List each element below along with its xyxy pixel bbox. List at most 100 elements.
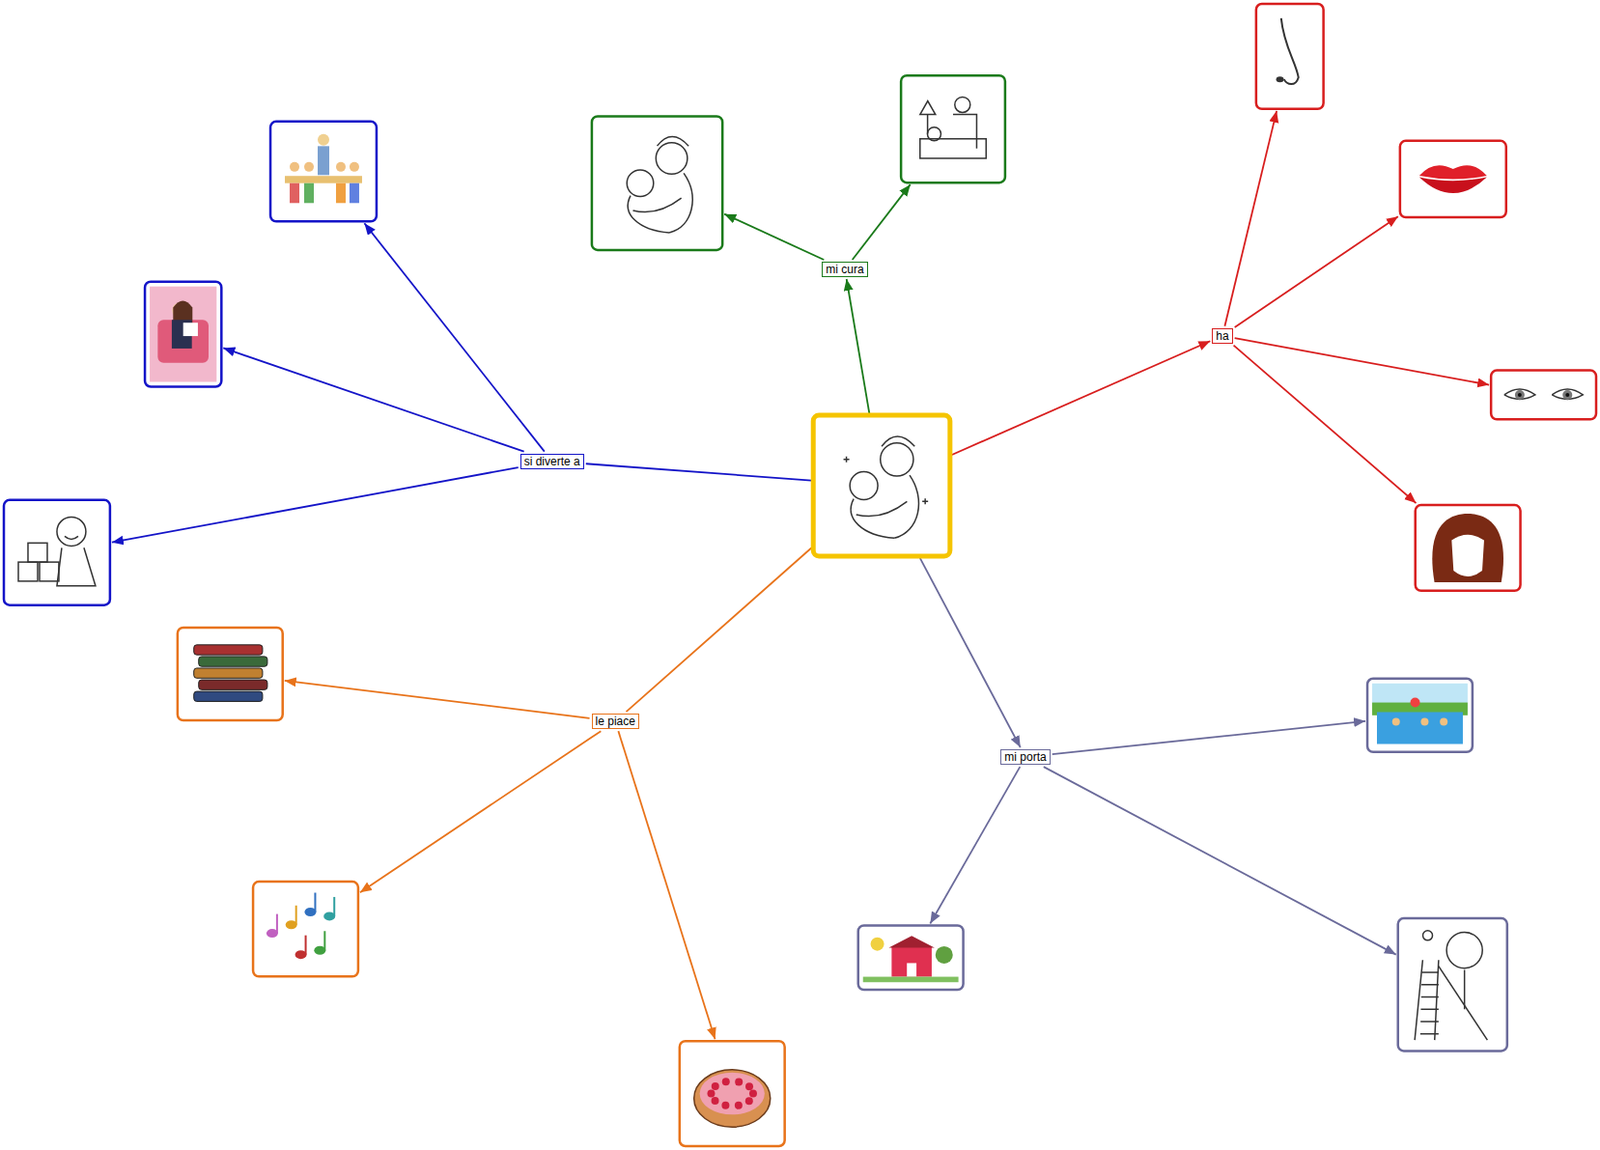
drawing-part [1420,1033,1439,1036]
drawing-part [721,1101,730,1110]
image-box [1400,140,1507,218]
connector-line [586,463,813,480]
drawing-part [926,127,941,141]
drawing-part [722,1077,730,1086]
connector-line [920,558,1021,748]
connector-line [852,184,911,260]
drawing-part [655,142,688,175]
drawing-part [657,137,690,147]
image-box [591,115,723,250]
image-box [1490,370,1597,421]
picture [149,286,217,383]
drawing-part [276,914,279,934]
drawing-part [858,925,964,990]
drawing-part [1515,390,1525,400]
connector-line [929,766,1020,924]
drawing-part [1398,918,1508,1051]
connector-line [617,730,715,1039]
drawing-part [749,1090,758,1098]
picture [1372,683,1468,745]
picture [194,645,268,702]
drawing-part [1421,996,1439,999]
picture [18,517,96,587]
connector-line [1235,216,1399,328]
drawing-part [734,1077,743,1086]
drawing-part [1565,392,1570,397]
drawing-part [194,668,263,678]
drawing-part [1562,390,1572,400]
drawing-part [679,1040,786,1147]
drawing-part [39,561,59,582]
link-label-box: mi porta [1000,749,1050,765]
image-box [1256,3,1324,110]
drawing-part [183,322,198,337]
image-box-layer [3,3,1597,1147]
drawing-part [935,946,954,964]
picture [1419,165,1488,194]
drawing-part [323,930,326,951]
drawing-part [891,946,932,977]
drawing-part [198,656,268,667]
drawing-part [1421,983,1439,986]
connector-line [1234,345,1417,504]
image-box [900,75,1006,183]
drawing-part [1551,389,1583,400]
drawing-part [1438,966,1488,1040]
connector-line [112,467,519,543]
drawing-part [591,115,723,250]
picture [1504,389,1583,400]
drawing-part [336,183,346,204]
drawing-part [157,319,209,363]
drawing-part [56,517,86,547]
drawing-part [149,286,217,383]
drawing-part [1410,698,1421,708]
drawing-part [706,1089,715,1097]
link-label: mi porta [1004,750,1046,764]
drawing-part [198,679,268,690]
drawing-part [317,145,330,175]
connector-line [952,340,1210,455]
drawing-part [304,162,314,172]
picture [284,134,363,203]
drawing-part [900,75,1006,183]
connector-line [1043,766,1397,955]
drawing-part [1256,3,1324,110]
drawing-part [626,169,654,197]
image-box [252,881,359,977]
drawing-part [1276,76,1285,83]
drawing-part [1419,176,1488,194]
drawing-part [711,1096,720,1105]
drawing-part [252,881,359,977]
drawing-part [56,547,96,587]
drawing-part [888,935,934,948]
connector-line [364,223,544,451]
picture [626,137,693,234]
link-label-box: si diverte a [520,453,585,470]
drawing-part [194,691,263,702]
drawing-part [1367,678,1473,753]
drawing-part [1400,140,1507,218]
drawing-part [177,627,283,721]
drawing-part [313,893,316,913]
drawing-part [954,96,971,113]
drawing-part [270,121,377,223]
drawing-part [633,197,682,212]
drawing-part [305,935,308,955]
picture [1414,930,1488,1040]
drawing-part [920,139,986,159]
drawing-part [953,114,977,149]
connector-line [223,347,524,451]
picture [1276,18,1299,85]
picture [694,1069,771,1127]
image-box [813,415,951,557]
drawing-part [694,1069,771,1127]
connector-layer [112,111,1489,1039]
drawing-part [1420,717,1429,726]
link-label: si diverte a [524,454,581,469]
drawing-part [894,475,919,538]
connector-line [1235,337,1489,386]
drawing-part [1421,971,1439,974]
image-box [679,1040,786,1147]
drawing-part [1414,959,1439,1040]
